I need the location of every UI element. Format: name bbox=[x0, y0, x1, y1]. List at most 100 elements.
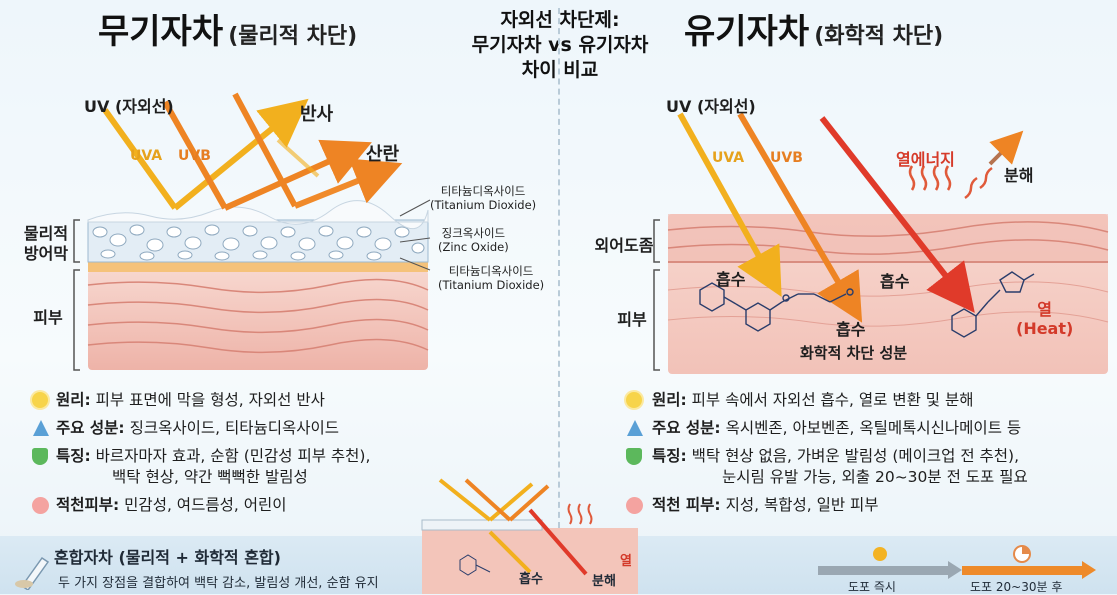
left-titanium-label-2: 티타늄디옥사이드 (Titanium Dioxide) bbox=[438, 264, 544, 292]
right-heat-label: 열 (Heat) bbox=[1016, 300, 1073, 338]
right-uva-label: UVA bbox=[712, 150, 745, 166]
hybrid-title: 혼합자차 (물리적 + 화학적 혼합) bbox=[54, 548, 281, 567]
bottle-icon bbox=[15, 556, 50, 590]
zinc-ko: 징크옥사이드 bbox=[441, 226, 506, 240]
left-reflect-label: 반사 bbox=[300, 104, 334, 125]
center-title: 자외선 차단제: 무기자차 vs 유기자차 차이 비교 bbox=[440, 8, 680, 83]
left-skin-label: 피부 bbox=[33, 308, 63, 327]
left-bullet-0-title: 원리: bbox=[56, 391, 91, 409]
right-heat-energy-label: 열에너지 bbox=[896, 150, 955, 169]
left-uva-label: UVA bbox=[130, 148, 163, 164]
titanium-en-2: (Titanium Dioxide) bbox=[438, 278, 545, 292]
left-uvb-label: UVB bbox=[178, 148, 211, 164]
sun-icon bbox=[626, 392, 642, 408]
lightbulb-icon bbox=[32, 392, 48, 408]
left-bullet-2-title: 특징: bbox=[56, 447, 91, 465]
heat-en: (Heat) bbox=[1016, 319, 1074, 338]
left-scatter-ray-1 bbox=[223, 139, 372, 211]
right-bullet-principle: 원리: 피부 속에서 자외선 흡수, 열로 변환 및 분해 bbox=[626, 390, 1028, 411]
left-title-sub: (물리적 차단) bbox=[228, 24, 358, 49]
left-titanium-label-1: 티타늄디옥사이드 (Titanium Dioxide) bbox=[430, 184, 536, 212]
right-uv-label: UV (자외선) bbox=[666, 97, 756, 116]
center-divider bbox=[558, 8, 560, 528]
zinc-en: (Zinc Oxide) bbox=[438, 240, 509, 254]
left-bullet-2-text2: 백탁 현상, 약간 뻑뻑한 발림성 bbox=[112, 468, 308, 486]
right-title: 유기자차 (화학적 차단) bbox=[684, 4, 943, 53]
right-absorb-label-1: 흡수 bbox=[716, 270, 746, 289]
left-scatter-ray-2 bbox=[293, 158, 403, 209]
right-epidermis bbox=[668, 214, 1108, 262]
left-diagram-graphic bbox=[73, 92, 431, 371]
right-bullet-1-title: 주요 성분: bbox=[652, 419, 721, 437]
right-title-main: 유기자차 bbox=[684, 12, 810, 52]
left-skin-layer bbox=[88, 270, 428, 370]
right-diagram-graphic bbox=[653, 112, 1109, 374]
titanium-en-1: (Titanium Dioxide) bbox=[430, 198, 537, 212]
right-bullet-0-text: 피부 속에서 자외선 흡수, 열로 변환 및 분해 bbox=[686, 391, 974, 409]
left-bullet-3-title: 적천피부: bbox=[56, 496, 120, 514]
left-bullet-2-text: 바르자마자 효과, 순함 (민감성 피부 추천), bbox=[90, 447, 371, 465]
right-title-sub: (화학적 차단) bbox=[814, 24, 944, 49]
hybrid-desc: 두 가지 장점을 결합하여 백탁 감소, 발림성 개선, 순함 유지 bbox=[58, 576, 379, 591]
right-decompose-label: 분해 bbox=[1004, 166, 1034, 185]
right-bullet-skin: 적천 피부: 지성, 복합성, 일반 피부 bbox=[626, 495, 1028, 516]
right-absorb-label-2: 흡수 bbox=[880, 272, 910, 291]
right-bullet-ingredient: 주요 성분: 옥시벤존, 아보벤존, 옥틸메톡시신나메이트 등 bbox=[626, 418, 1028, 439]
hybrid-diagram bbox=[421, 478, 638, 594]
titanium-ko-2: 티타늄디옥사이드 bbox=[448, 264, 534, 278]
left-bullets: 원리: 피부 표면에 막을 형성, 자외선 반사 주요 성분: 징크옥사이드, … bbox=[32, 390, 370, 516]
right-bullet-feature: 특징: 백탁 현상 없음, 가벼운 발림성 (메이크업 전 추천), 눈시림 유… bbox=[626, 446, 1028, 488]
left-bullet-feature: 특징: 바르자마자 효과, 순함 (민감성 피부 추천), 백탁 현상, 약간 … bbox=[32, 446, 370, 488]
barrier-line1: 물리적 bbox=[23, 224, 69, 243]
right-bullet-2-text2: 눈시림 유발 가능, 외출 20~30분 전 도포 필요 bbox=[722, 468, 1028, 486]
right-bullet-0-title: 원리: bbox=[652, 391, 687, 409]
right-bullet-2-text: 백탁 현상 없음, 가벼운 발림성 (메이크업 전 추천), bbox=[686, 447, 1020, 465]
shield-icon bbox=[32, 448, 48, 465]
left-barrier-label: 물리적 방어막 bbox=[18, 224, 74, 264]
left-bullet-1-text: 징크옥사이드, 티타늄디옥사이드 bbox=[124, 419, 340, 437]
left-scatter-label: 산란 bbox=[366, 144, 400, 165]
right-absorb-label-3: 흡수 bbox=[836, 320, 866, 339]
shield-icon bbox=[626, 448, 642, 465]
left-bullet-principle: 원리: 피부 표면에 막을 형성, 자외선 반사 bbox=[32, 390, 370, 411]
left-zinc-label: 징크옥사이드 (Zinc Oxide) bbox=[438, 226, 509, 254]
titanium-ko-1: 티타늄디옥사이드 bbox=[440, 184, 526, 198]
right-uvb-label: UVB bbox=[770, 150, 803, 166]
left-title: 무기자차 (물리적 차단) bbox=[98, 4, 357, 53]
left-bullet-1-title: 주요 성분: bbox=[56, 419, 125, 437]
hybrid-decompose-label: 분해 bbox=[592, 574, 616, 589]
apply-later-label: 도포 20~30분 후 bbox=[970, 580, 1063, 594]
sun-timer-icon bbox=[873, 547, 887, 561]
hybrid-absorb-label: 흡수 bbox=[519, 572, 543, 587]
right-uva-ray bbox=[677, 112, 782, 297]
center-title-line2: 무기자차 vs 유기자차 bbox=[471, 34, 649, 56]
center-title-line1: 자외선 차단제: bbox=[500, 9, 620, 31]
right-bullet-3-title: 적천 피부: bbox=[652, 496, 721, 514]
left-bullet-0-text: 피부 표면에 막을 형성, 자외선 반사 bbox=[90, 391, 325, 409]
left-bullet-skin: 적천피부: 민감성, 여드름성, 어린이 bbox=[32, 495, 370, 516]
right-epidermis-label: 외어도좀 bbox=[594, 236, 654, 255]
flask-icon bbox=[33, 420, 49, 436]
right-uvb-ray bbox=[737, 112, 863, 323]
right-bullet-1-text: 옥시벤존, 아보벤존, 옥틸메톡시신나메이트 등 bbox=[720, 419, 1022, 437]
left-uv-label: UV (자외선) bbox=[84, 97, 174, 116]
right-bullets: 원리: 피부 속에서 자외선 흡수, 열로 변환 및 분해 주요 성분: 옥시벤… bbox=[626, 390, 1028, 516]
flask-icon bbox=[627, 420, 643, 436]
right-heat-ray bbox=[819, 116, 975, 313]
left-title-main: 무기자차 bbox=[98, 12, 224, 52]
left-bullet-3-text: 민감성, 여드름성, 어린이 bbox=[119, 496, 287, 514]
face-icon bbox=[626, 497, 643, 514]
left-bullet-ingredient: 주요 성분: 징크옥사이드, 티타늄디옥사이드 bbox=[32, 418, 370, 439]
face-icon bbox=[32, 497, 49, 514]
right-chem-label: 화학적 차단 성분 bbox=[800, 344, 908, 362]
heat-ko: 열 bbox=[1037, 300, 1053, 319]
left-reflect-ray bbox=[173, 98, 309, 211]
apply-now-label: 도포 즉시 bbox=[848, 580, 896, 594]
hybrid-heat-label: 열 bbox=[620, 554, 632, 569]
right-bullet-2-title: 특징: bbox=[652, 447, 687, 465]
timeline-graphic bbox=[818, 545, 1096, 579]
left-skin-top bbox=[88, 260, 428, 272]
chem-molecule-1 bbox=[699, 282, 854, 332]
chem-molecule-2 bbox=[951, 271, 1035, 338]
right-skin-label: 피부 bbox=[617, 310, 647, 329]
